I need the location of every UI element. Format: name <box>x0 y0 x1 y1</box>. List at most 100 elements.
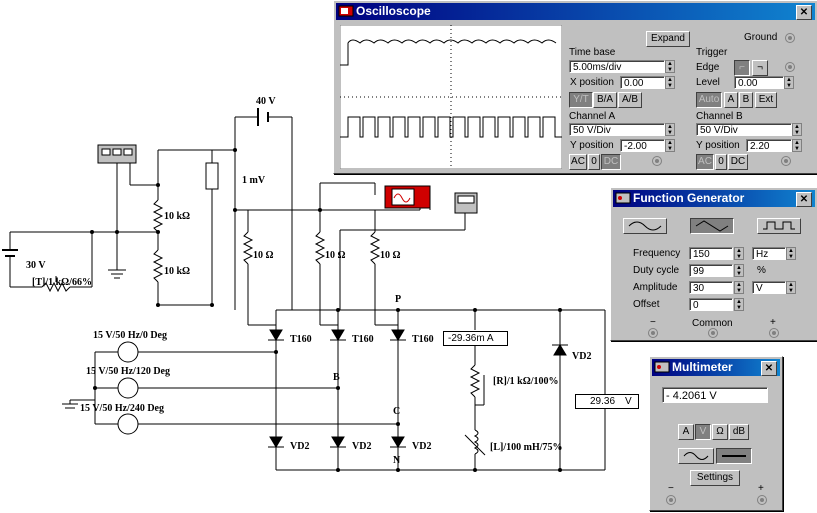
channel-a-ypos-spinner[interactable]: ▲▼ <box>665 139 675 152</box>
label-1mv: 1 mV <box>242 175 266 186</box>
frequency-unit-field[interactable]: Hz <box>752 247 786 260</box>
channel-b-dc-button[interactable]: DC <box>728 154 748 170</box>
dc-mode-button[interactable] <box>716 448 752 464</box>
channel-b-ypos-field[interactable]: 2.20 <box>746 139 792 152</box>
timebase-field[interactable]: 5.00ms/div <box>569 60 665 73</box>
ac-sine-icon <box>683 452 709 460</box>
edge-rising-button[interactable]: ⌐ <box>734 60 750 76</box>
ab-button[interactable]: A/B <box>618 92 642 108</box>
function-generator-close-button[interactable]: ✕ <box>796 192 812 207</box>
xpos-field[interactable]: 0.00 <box>620 76 665 89</box>
channel-a-ypos-field[interactable]: -2.00 <box>620 139 665 152</box>
yt-button[interactable]: Y/T <box>569 92 593 108</box>
trigger-ext-terminal[interactable] <box>785 62 795 72</box>
mode-voltmeter-button[interactable]: V <box>695 424 711 440</box>
channel-b-ac-button[interactable]: AC <box>696 154 714 170</box>
duty-cycle-label: Duty cycle <box>633 265 680 276</box>
multimeter-small-icon <box>454 192 478 214</box>
multimeter-plus-label: + <box>758 483 764 494</box>
trigger-auto-button[interactable]: Auto <box>696 92 722 108</box>
common-terminal-label: Common <box>692 318 733 329</box>
trigger-a-button[interactable]: A <box>724 92 738 108</box>
amplitude-field[interactable]: 30 <box>689 281 733 294</box>
ac-mode-button[interactable] <box>678 448 714 464</box>
offset-spinner[interactable]: ▲▼ <box>734 298 744 311</box>
channel-a-ac-button[interactable]: AC <box>569 154 587 170</box>
label-r10k-1: 10 kΩ <box>164 211 190 222</box>
multimeter-close-button[interactable]: ✕ <box>761 361 777 376</box>
minus-terminal[interactable] <box>648 328 658 338</box>
duty-cycle-spinner[interactable]: ▲▼ <box>734 264 744 277</box>
function-generator-titlebar[interactable]: Function Generator ✕ <box>613 190 815 207</box>
label-src3: 15 V/50 Hz/240 Deg <box>80 403 164 414</box>
label-40v: 40 V <box>256 96 276 107</box>
amplitude-unit-spinner[interactable]: ▲▼ <box>786 281 796 294</box>
expand-button[interactable]: Expand <box>646 31 690 47</box>
frequency-spinner[interactable]: ▲▼ <box>734 247 744 260</box>
square-wave-button[interactable] <box>757 218 801 234</box>
oscilloscope-close-button[interactable]: ✕ <box>796 5 812 20</box>
channel-a-terminal[interactable] <box>652 156 662 166</box>
common-terminal[interactable] <box>708 328 718 338</box>
timebase-spinner[interactable]: ▲▼ <box>665 60 675 73</box>
channel-a-scale-field[interactable]: 50 V/Div <box>569 123 665 136</box>
amplitude-label: Amplitude <box>633 282 678 293</box>
multimeter-plus-terminal[interactable] <box>757 495 767 505</box>
settings-button[interactable]: Settings <box>690 470 740 486</box>
mode-db-button[interactable]: dB <box>729 424 749 440</box>
mode-ammeter-button[interactable]: A <box>678 424 694 440</box>
channel-a-zero-button[interactable]: 0 <box>588 154 600 170</box>
label-vd-b: VD2 <box>352 441 371 452</box>
duty-cycle-field[interactable]: 99 <box>689 264 733 277</box>
ground-terminal[interactable] <box>785 33 795 43</box>
amplitude-spinner[interactable]: ▲▼ <box>734 281 744 294</box>
label-30v: 30 V <box>26 260 46 271</box>
ground-label: Ground <box>744 32 778 43</box>
channel-b-terminal[interactable] <box>781 156 791 166</box>
edge-falling-button[interactable]: ¬ <box>752 60 768 76</box>
level-label: Level <box>696 77 720 88</box>
label-vd-a: VD2 <box>290 441 309 452</box>
channel-a-dc-button[interactable]: DC <box>601 154 621 170</box>
multimeter-display: - 4.2061 V <box>662 387 768 403</box>
amplitude-unit-field[interactable]: V <box>752 281 786 294</box>
multimeter-window: Multimeter ✕ - 4.2061 V A V Ω dB Setting… <box>649 356 783 511</box>
channel-a-scale-spinner[interactable]: ▲▼ <box>665 123 675 136</box>
frequency-field[interactable]: 150 <box>689 247 733 260</box>
frequency-unit-spinner[interactable]: ▲▼ <box>786 247 796 260</box>
multimeter-title: Multimeter <box>672 360 733 374</box>
channel-a-ypos-label: Y position <box>570 140 614 151</box>
level-field[interactable]: 0.00 <box>734 76 784 89</box>
offset-field[interactable]: 0 <box>689 298 733 311</box>
oscilloscope-app-icon <box>338 5 354 17</box>
oscilloscope-title: Oscilloscope <box>356 4 431 18</box>
mode-ohmmeter-button[interactable]: Ω <box>712 424 728 440</box>
channel-b-scale-spinner[interactable]: ▲▼ <box>792 123 802 136</box>
timebase-label: Time base <box>569 47 616 58</box>
channel-b-ypos-label: Y position <box>696 140 740 151</box>
label-vd-c: VD2 <box>412 441 431 452</box>
plus-terminal[interactable] <box>769 328 779 338</box>
channel-b-scale-field[interactable]: 50 V/Div <box>696 123 792 136</box>
multimeter-minus-terminal[interactable] <box>666 495 676 505</box>
sine-wave-button[interactable] <box>623 218 667 234</box>
function-generator-small-icon <box>97 144 137 164</box>
triangle-wave-button[interactable] <box>690 218 734 234</box>
label-vd-free: VD2 <box>572 351 591 362</box>
level-spinner[interactable]: ▲▼ <box>784 76 794 89</box>
function-generator-title: Function Generator <box>633 191 745 205</box>
ba-button[interactable]: B/A <box>593 92 617 108</box>
offset-label: Offset <box>633 299 660 310</box>
label-thy1: T160 <box>290 334 312 345</box>
voltmeter-value: 29.36 <box>590 396 616 407</box>
trigger-ext-button[interactable]: Ext <box>755 92 777 108</box>
function-generator-app-icon <box>615 192 631 204</box>
oscilloscope-titlebar[interactable]: Oscilloscope ✕ <box>336 3 815 20</box>
channel-b-ypos-spinner[interactable]: ▲▼ <box>792 139 802 152</box>
xpos-spinner[interactable]: ▲▼ <box>665 76 675 89</box>
multimeter-titlebar[interactable]: Multimeter ✕ <box>652 359 780 376</box>
xpos-label: X position <box>570 77 614 88</box>
trigger-b-button[interactable]: B <box>739 92 753 108</box>
ammeter-readout: -29.36m A <box>443 331 508 346</box>
channel-b-zero-button[interactable]: 0 <box>715 154 727 170</box>
